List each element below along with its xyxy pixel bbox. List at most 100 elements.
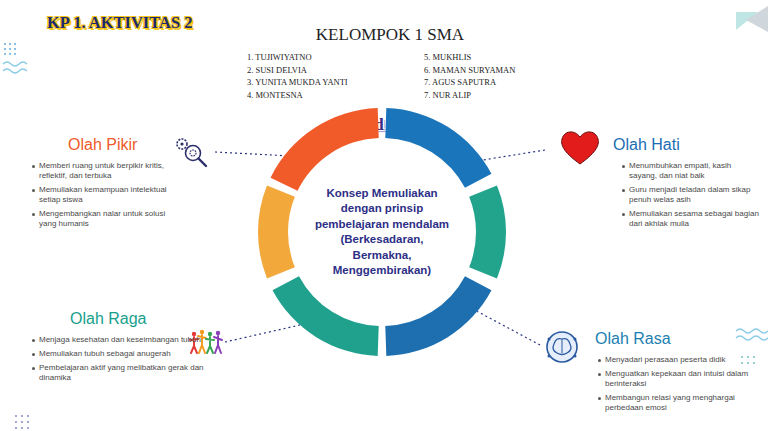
bullet-text: Mengembangkan nalar untuk solusi yang hu… <box>39 209 167 229</box>
heart-icon <box>562 132 599 164</box>
decor-dot <box>27 427 29 429</box>
brain-icon <box>574 338 577 341</box>
ring-segment <box>385 108 491 188</box>
bullet-text: Guru menjadi teladan dalam sikap penuh w… <box>629 185 761 205</box>
decor-wave <box>736 329 768 333</box>
bullet-text: Memuliakan sesama sebagai bagian dari ak… <box>629 209 761 229</box>
bullet-dot <box>622 213 625 216</box>
bullet-dot <box>622 189 625 192</box>
decor-dot <box>14 53 16 55</box>
ring-segment <box>469 186 506 279</box>
member-name: 7. AGUS SAPUTRA <box>424 77 594 88</box>
decor-dot <box>747 356 749 358</box>
member-name: 6. MAMAN SURYAMAN <box>424 65 594 76</box>
bullet-text: Membangun relasi yang menghargai perbeda… <box>605 393 750 413</box>
concept-circle: Konsep Memuliakan dengan prinsip pembela… <box>258 108 506 356</box>
brain-icon <box>553 339 571 355</box>
brain-icon <box>562 339 563 353</box>
gear-icon <box>177 139 187 149</box>
decor-dot <box>27 421 29 423</box>
decor-dot <box>15 421 17 423</box>
ring-segment <box>385 276 491 356</box>
concept-text: Konsep Memuliakan dengan prinsip pembela… <box>313 186 451 279</box>
bullet-text: Memuliakan tubuh sebagai anugerah <box>39 349 211 359</box>
topic-heading: Olah Hati <box>545 135 760 155</box>
decor-dot <box>15 415 17 417</box>
decor-dot <box>9 53 11 55</box>
bullet-text: Menguatkan kepekaan dan intuisi dalam be… <box>605 369 750 389</box>
people-icon <box>206 337 214 353</box>
decor-dot <box>753 362 755 364</box>
decor-wave <box>736 336 768 340</box>
ring-segment <box>271 108 379 191</box>
bullet-dot <box>32 367 35 370</box>
bullet-text: Memberi ruang untuk berpikir kritis, ref… <box>39 161 167 181</box>
decor-dot <box>753 356 755 358</box>
bullet-dot <box>32 165 35 168</box>
people-icon <box>200 330 204 334</box>
member-name: 3. YUNITA MUKDA YANTI <box>247 77 417 88</box>
gear-icon <box>180 142 183 145</box>
corner-triangle <box>746 6 768 32</box>
bullet-dot <box>622 165 625 168</box>
bullet-dot <box>32 213 35 216</box>
member-name: 2. SUSI DELVIA <box>247 65 417 76</box>
bullet-dot <box>32 339 35 342</box>
decor-dot <box>9 48 11 50</box>
topic-heading: Olah Rasa <box>540 329 762 349</box>
ring-segment <box>258 186 295 279</box>
dotted-connector <box>225 325 300 342</box>
topic-group: Olah HatiMenumbuhkan empati, kasih sayan… <box>545 135 760 233</box>
decor-dot <box>4 43 6 45</box>
brain-icon <box>548 338 551 341</box>
bullet-dot <box>598 373 601 376</box>
member-name: 7. NUR ALIP <box>424 90 594 101</box>
dotted-connector <box>215 152 284 156</box>
member-name: 1. TUJIWIYATNO <box>247 52 417 63</box>
bullet-dot <box>598 397 601 400</box>
brain-icon <box>574 355 577 358</box>
ring-segment <box>273 276 379 356</box>
decor-dot <box>27 415 29 417</box>
decor-dot <box>14 48 16 50</box>
decor-dot <box>9 43 11 45</box>
gear-icon <box>190 150 196 156</box>
decor-dot <box>747 362 749 364</box>
topic-group: Olah PikirMemberi ruang untuk berpikir k… <box>30 135 215 233</box>
decor-dot <box>4 48 6 50</box>
brain-icon <box>548 355 551 358</box>
brain-icon <box>547 332 577 362</box>
magnifier-icon <box>199 159 207 167</box>
bullet-text: Memuliakan kemampuan intelektual setiap … <box>39 185 167 205</box>
decor-dot <box>21 415 23 417</box>
member-name: 5. MUKHLIS <box>424 52 594 63</box>
decor-dot <box>21 421 23 423</box>
topic-group: Olah RasaMenyadari perasaan peserta didi… <box>540 329 762 417</box>
people-icon <box>208 332 212 336</box>
dotted-connector <box>483 150 545 160</box>
ring-outline <box>258 108 506 356</box>
people-icon <box>214 336 222 353</box>
member-name: 4. MONTESNA <box>247 90 417 101</box>
bullet-text: Menjaga kesehatan dan keseimbangan tubuh <box>39 335 211 345</box>
decor-dot <box>741 362 743 364</box>
bullet-dot <box>32 353 35 356</box>
decor-dot <box>21 427 23 429</box>
decor-dot <box>4 53 6 55</box>
decor-wave <box>3 62 27 66</box>
decor-dot <box>15 427 17 429</box>
topic-heading: Olah Raga <box>30 309 225 329</box>
people-icon <box>216 331 220 335</box>
page-title: KP 1. AKTIVITAS 2 <box>47 13 192 33</box>
bullet-text: Menyadari perasaan peserta didik <box>605 355 750 365</box>
decor-dot <box>14 43 16 45</box>
decor-dot <box>741 356 743 358</box>
topic-group: Olah RagaMenjaga kesehatan dan keseimban… <box>30 309 225 387</box>
topic-heading: Olah Pikir <box>30 135 215 155</box>
bullet-dot <box>32 189 35 192</box>
dotted-connector <box>477 311 540 345</box>
group-heading: KELOMPOK 1 SMA <box>290 24 490 46</box>
decor-wave <box>3 69 27 73</box>
bullet-text: Menumbuhkan empati, kasih sayang, dan ni… <box>629 161 761 181</box>
bullet-dot <box>598 359 601 362</box>
